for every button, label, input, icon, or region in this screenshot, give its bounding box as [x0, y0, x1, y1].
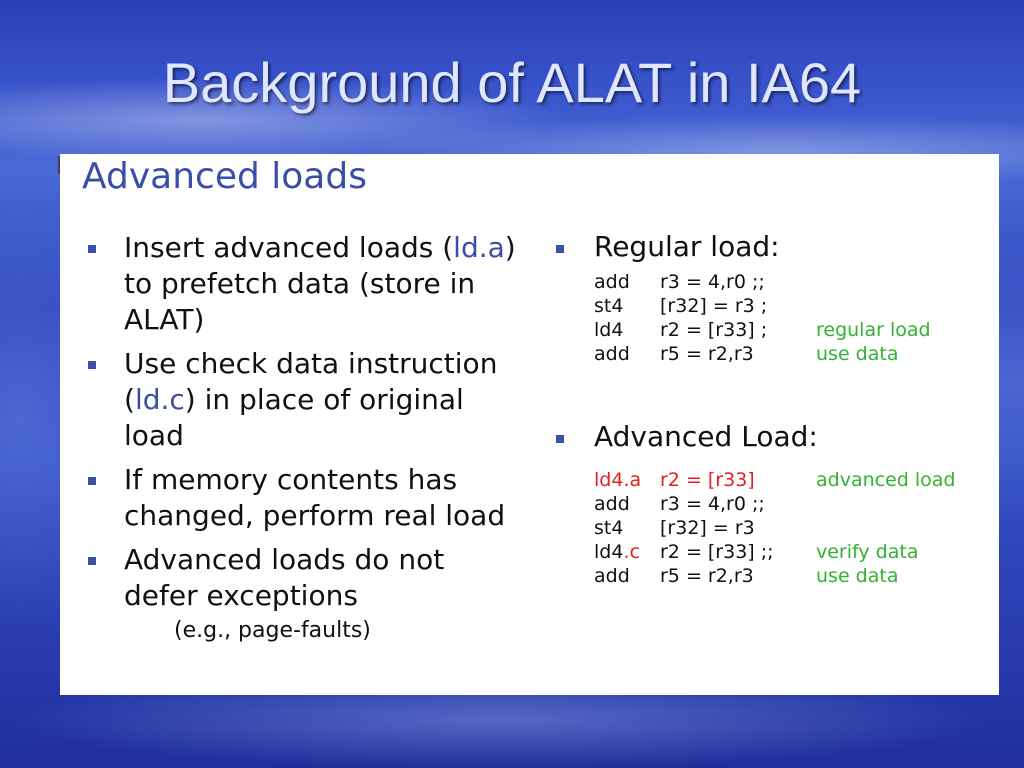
code-op: st4 — [594, 295, 624, 317]
code-args: [r32] = r3 — [660, 517, 755, 539]
bullet-item: Advanced loads do not defer exceptions (… — [86, 542, 526, 646]
bullet-text: ) in place of original load — [124, 383, 464, 452]
regular-load-title: Regular load: — [556, 230, 780, 263]
code-op: ld4 — [594, 319, 624, 341]
bullet-text: If memory contents has changed, perform … — [124, 463, 506, 532]
code-args: r5 = r2,r3 — [660, 343, 754, 365]
bullet-item: Use check data instruction (ld.c) in pla… — [86, 346, 526, 454]
bullet-code: ld.a — [453, 231, 505, 264]
bullet-item: Insert advanced loads (ld.a) to prefetch… — [86, 230, 526, 338]
code-args: r2 = [r33] ; — [660, 319, 768, 341]
advanced-load-title: Advanced Load: — [556, 420, 818, 453]
bullet-note: (e.g., page-faults) — [174, 618, 371, 643]
bullet-item: If memory contents has changed, perform … — [86, 462, 526, 534]
code-comment: advanced load — [816, 469, 956, 491]
code-args: r2 = [r33] ;; — [660, 541, 774, 563]
code-op: ld4.c — [594, 541, 640, 563]
bullet-text: Insert advanced loads ( — [124, 231, 454, 264]
code-op: ld4.a — [594, 469, 642, 491]
panel-edge-mark — [58, 156, 60, 174]
code-args: r5 = r2,r3 — [660, 565, 754, 587]
bullet-square-icon — [88, 245, 96, 253]
code-op: add — [594, 493, 630, 515]
content-panel: Advanced loads Insert advanced loads (ld… — [60, 154, 999, 695]
code-op: add — [594, 271, 630, 293]
bullet-square-icon — [556, 245, 564, 253]
code-args: r2 = [r33] — [660, 469, 755, 491]
code-comment: verify data — [816, 541, 919, 563]
code-comment: regular load — [816, 319, 931, 341]
slide-title: Background of ALAT in IA64 — [162, 51, 862, 114]
code-op: add — [594, 565, 630, 587]
bullet-text: ) to prefetch data (store in ALAT) — [124, 231, 516, 336]
code-args: r3 = 4,r0 ;; — [660, 271, 765, 293]
bullet-text: Use check data instruction ( — [124, 347, 498, 416]
section-title-text: Advanced Load: — [594, 420, 818, 453]
bullet-code: ld.c — [134, 383, 185, 416]
section-title-text: Regular load: — [594, 230, 780, 263]
bullet-list: Insert advanced loads (ld.a) to prefetch… — [86, 230, 526, 654]
bullet-square-icon — [88, 477, 96, 485]
bullet-text: Advanced loads do not defer exceptions — [124, 543, 445, 612]
code-op: st4 — [594, 517, 624, 539]
bullet-square-icon — [88, 361, 96, 369]
panel-heading: Advanced loads — [82, 156, 367, 197]
code-comment: use data — [816, 565, 899, 587]
code-args: [r32] = r3 ; — [660, 295, 768, 317]
code-comment: use data — [816, 343, 899, 365]
code-op: add — [594, 343, 630, 365]
bullet-square-icon — [88, 557, 96, 565]
bullet-square-icon — [556, 435, 564, 443]
code-args: r3 = 4,r0 ;; — [660, 493, 765, 515]
